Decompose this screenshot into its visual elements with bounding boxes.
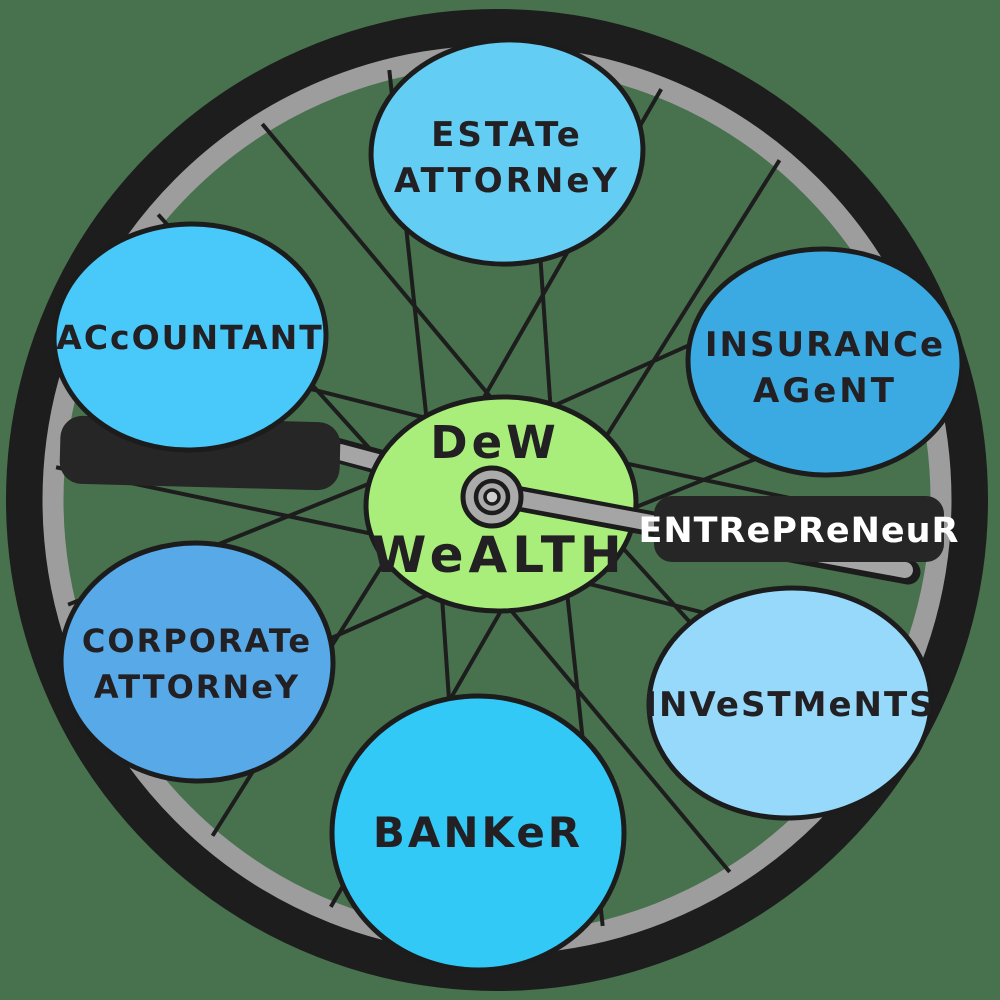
node-banker-circle: [329, 693, 627, 973]
node-insurance-agent-label-line2: AGeNT: [753, 371, 897, 411]
node-insurance-agent: INSURANCe AGeNT: [685, 246, 965, 478]
node-accountant-label-line1: ACcOUNTANT: [56, 318, 323, 357]
node-banker-label-line1: BANKeR: [373, 808, 583, 857]
node-insurance-agent-label-line1: INSURANCe: [705, 325, 945, 365]
node-banker: BANKeR: [329, 693, 627, 973]
hub-label-line2: WeALTH: [371, 526, 627, 584]
node-investments-circle: [646, 585, 934, 821]
node-corporate-attorney-label-line2: ATTORNeY: [94, 668, 300, 706]
node-estate-attorney-circle: [368, 37, 646, 267]
node-investments-label-line1: INVeSTMeNTS: [644, 685, 935, 725]
entrepreneur-pedal-label: ENTRePReNeuR: [638, 511, 959, 551]
node-accountant-circle: [51, 221, 329, 453]
node-estate-attorney-label-line1: ESTATe: [431, 115, 583, 155]
node-investments: INVeSTMeNTS: [644, 585, 935, 821]
entrepreneur-pedal: ENTRePReNeuR: [638, 496, 959, 562]
node-corporate-attorney: CORPORATe ATTORNeY: [58, 540, 336, 784]
hub-axle-center: [483, 488, 501, 506]
node-corporate-attorney-label-line1: CORPORATe: [82, 622, 312, 660]
node-accountant: ACcOUNTANT: [51, 221, 329, 453]
wheel-spoke: [260, 122, 516, 427]
node-estate-attorney-label-line2: ATTORNeY: [394, 161, 620, 201]
wheel-spoke: [476, 569, 732, 874]
node-estate-attorney: ESTATe ATTORNeY: [368, 37, 646, 267]
entrepreneur-pedal-bg: [654, 496, 944, 562]
wheel-tire: [6, 9, 988, 991]
node-insurance-agent-circle: [685, 246, 965, 478]
hub-label-line1: DeW: [430, 416, 560, 469]
node-corporate-attorney-circle: [58, 540, 336, 784]
